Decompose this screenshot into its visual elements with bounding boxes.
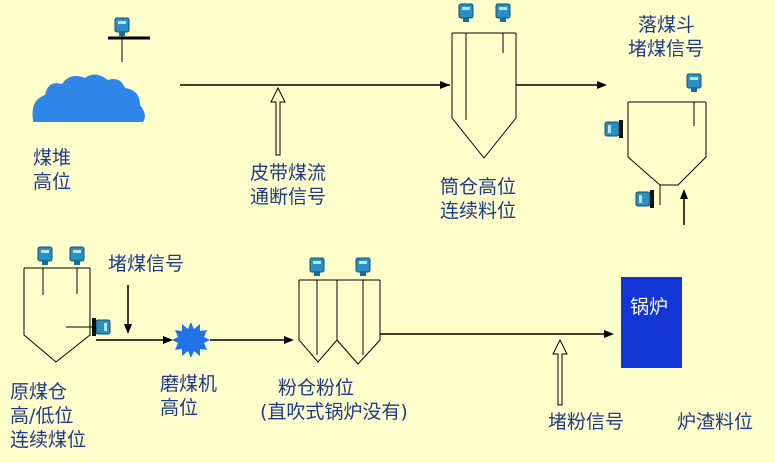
powder-bin-label: 粉仓粉位 (直吹式锅炉没有): [260, 376, 408, 424]
silo-label-line1: 筒仓高位: [440, 176, 517, 198]
slag-level-label: 炉渣料位: [677, 411, 754, 433]
bunker-sensor-2-icon: [69, 246, 85, 266]
bin-sensor-2-icon: [355, 257, 371, 277]
chute-label: 落煤斗 堵煤信号: [628, 13, 704, 61]
coal-pile-label: 煤堆 高位: [33, 146, 71, 194]
silo-label: 筒仓高位 连续料位: [440, 175, 516, 223]
raw-bunker: [23, 268, 91, 363]
blockage-label: 堵煤信号: [108, 253, 185, 275]
chute-bottom-sensor-icon: [635, 189, 655, 209]
mill-label-line1: 磨煤机: [160, 373, 218, 395]
mill-label-line2: 高位: [160, 397, 199, 419]
belt-signal-label-line1: 皮带煤流: [250, 162, 327, 184]
powder-signal-arrow: [552, 338, 568, 406]
bunker-side-sensor-icon: [91, 317, 111, 337]
coal-pile-label-line1: 煤堆: [33, 147, 72, 169]
powder-bin-label-line1: 粉仓粉位: [278, 377, 355, 399]
belt-signal-arrow: [270, 86, 286, 156]
coal-pile-label-line2: 高位: [33, 171, 72, 193]
silo-sensor-2-icon: [495, 3, 511, 23]
powder-bin-label-line2: (直吹式锅炉没有): [260, 401, 408, 423]
chute-label-line2: 堵煤信号: [628, 38, 705, 60]
mill-label: 磨煤机 高位: [160, 372, 217, 420]
silo: [451, 33, 517, 159]
bin-sensor-1-icon: [309, 257, 325, 277]
chute-side-sensor-icon: [604, 119, 624, 139]
chute-top-sensor-icon: [686, 73, 702, 93]
belt-signal-label: 皮带煤流 通断信号: [250, 161, 326, 209]
powder-bin-2: [336, 280, 381, 365]
boiler-box: [621, 277, 682, 368]
raw-bunker-label-line2: 高/低位: [10, 405, 74, 427]
chute-label-line1: 落煤斗: [638, 14, 696, 36]
belt-signal-label-line2: 通断信号: [250, 186, 327, 208]
bunker-sensor-1-icon: [37, 246, 53, 266]
chute: [627, 102, 707, 186]
raw-bunker-label-line3: 连续煤位: [10, 429, 87, 451]
silo-label-line2: 连续料位: [440, 200, 517, 222]
powder-bin-1: [298, 280, 338, 363]
silo-sensor-1-icon: [458, 3, 474, 23]
powder-block-label: 堵粉信号: [548, 411, 625, 433]
raw-bunker-label: 原煤仓 高/低位 连续煤位: [10, 380, 86, 452]
raw-bunker-label-line1: 原煤仓: [10, 381, 68, 403]
pile-level-sensor-icon: [114, 17, 130, 37]
coal-pile: [32, 74, 145, 122]
mill: [172, 322, 210, 358]
boiler-label: 锅炉: [630, 296, 669, 318]
